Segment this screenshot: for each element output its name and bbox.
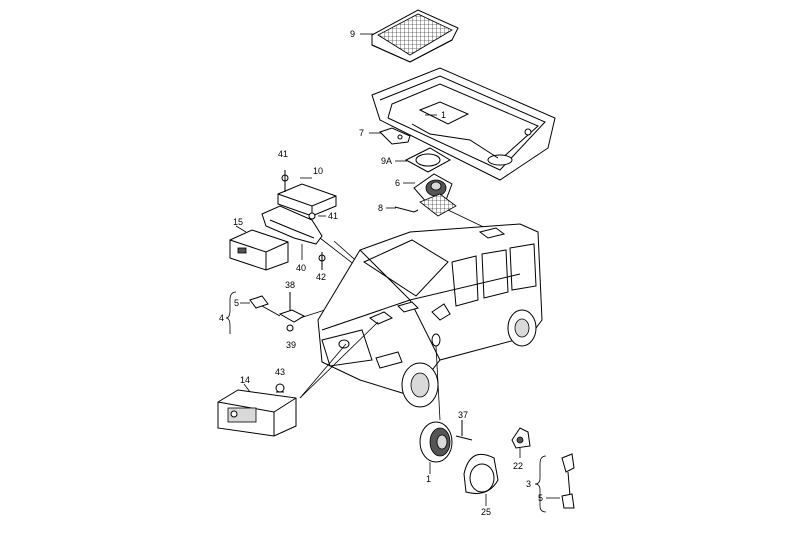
label-14: 14 xyxy=(240,375,250,385)
label-40: 40 xyxy=(296,263,306,273)
label-7: 7 xyxy=(359,128,364,138)
cable-connector xyxy=(561,453,575,509)
speaker-grille-cover xyxy=(371,9,459,63)
label-10: 10 xyxy=(313,166,323,176)
label-4: 4 xyxy=(219,313,224,323)
label-39: 39 xyxy=(286,340,296,350)
label-9a: 9A xyxy=(381,156,392,166)
tweeter-cover xyxy=(511,427,531,449)
label-5-left: 5 xyxy=(234,298,239,308)
screw-42 xyxy=(318,252,326,270)
screw-43 xyxy=(275,383,285,393)
label-37: 37 xyxy=(458,410,468,420)
control-unit-10 xyxy=(277,183,337,217)
antenna-module xyxy=(249,292,306,332)
label-6: 6 xyxy=(395,178,400,188)
label-3: 3 xyxy=(526,479,531,489)
screw-37 xyxy=(455,420,473,441)
vehicle-van xyxy=(317,223,543,408)
label-25: 25 xyxy=(481,507,491,517)
label-15: 15 xyxy=(233,217,243,227)
label-42: 42 xyxy=(316,272,326,282)
label-43: 43 xyxy=(275,367,285,377)
label-22: 22 xyxy=(513,461,523,471)
label-41-top: 41 xyxy=(278,149,288,159)
roof-console-tray xyxy=(371,67,556,181)
mounting-bracket xyxy=(261,205,323,245)
speaker-ring xyxy=(404,147,452,173)
label-41-mid: 41 xyxy=(328,211,338,221)
control-unit-15 xyxy=(229,229,289,271)
label-1-top: 1 xyxy=(441,110,446,120)
label-5-right: 5 xyxy=(538,493,543,503)
speaker-mesh xyxy=(394,193,457,217)
label-9: 9 xyxy=(350,29,355,39)
label-38: 38 xyxy=(285,280,295,290)
speaker-cover xyxy=(463,454,499,494)
clip-part xyxy=(379,127,411,145)
label-8: 8 xyxy=(378,203,383,213)
door-speaker xyxy=(419,421,453,463)
radio-unit xyxy=(217,389,297,437)
screw-41-top xyxy=(281,170,289,192)
label-1-bottom: 1 xyxy=(426,474,431,484)
